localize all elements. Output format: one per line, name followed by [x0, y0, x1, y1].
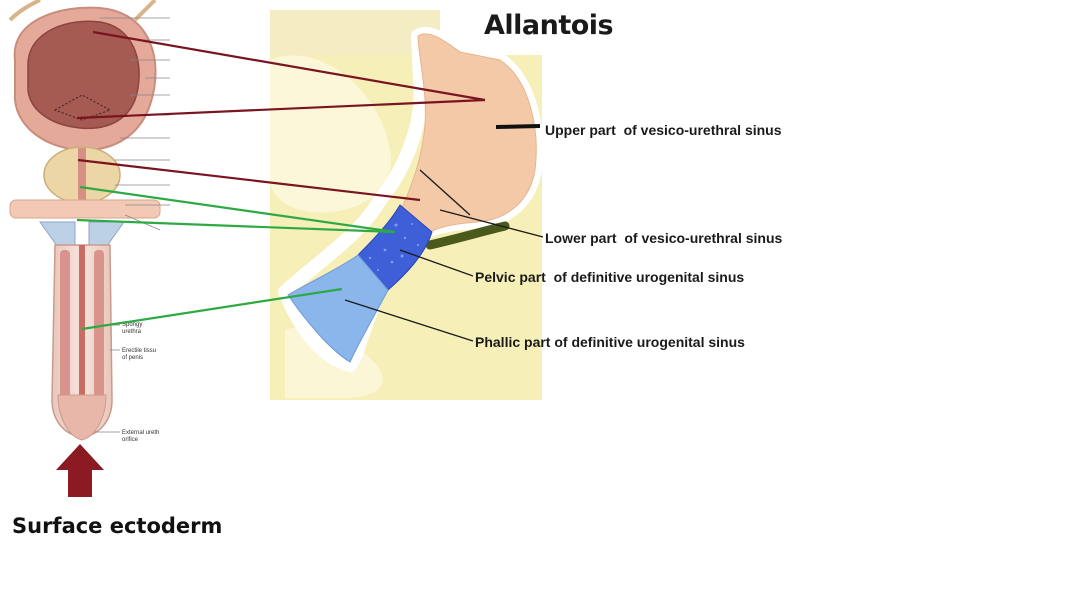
label-pelvic-part: Pelvic part of definitive urogenital sin…	[475, 269, 745, 285]
label-lower-part: Lower part of vesico-urethral sinus	[545, 230, 783, 246]
phallic-part	[287, 254, 389, 363]
label-external-orifice: External ureth orifice	[122, 430, 160, 443]
diagram-title: Allantois	[484, 10, 614, 41]
label-erectile-tissue: Erectile tissu of penis	[122, 348, 157, 361]
label-upper-part: Upper part of vesico-urethral sinus	[545, 122, 782, 138]
label-phallic-part: Phallic part of definitive urogenital si…	[475, 334, 745, 350]
label-spongy-urethra: Spongy urethra	[122, 322, 143, 335]
up-arrow-icon	[56, 444, 104, 497]
caption-surface-ectoderm: Surface ectoderm	[12, 514, 223, 538]
spongy-urethra	[79, 245, 85, 435]
